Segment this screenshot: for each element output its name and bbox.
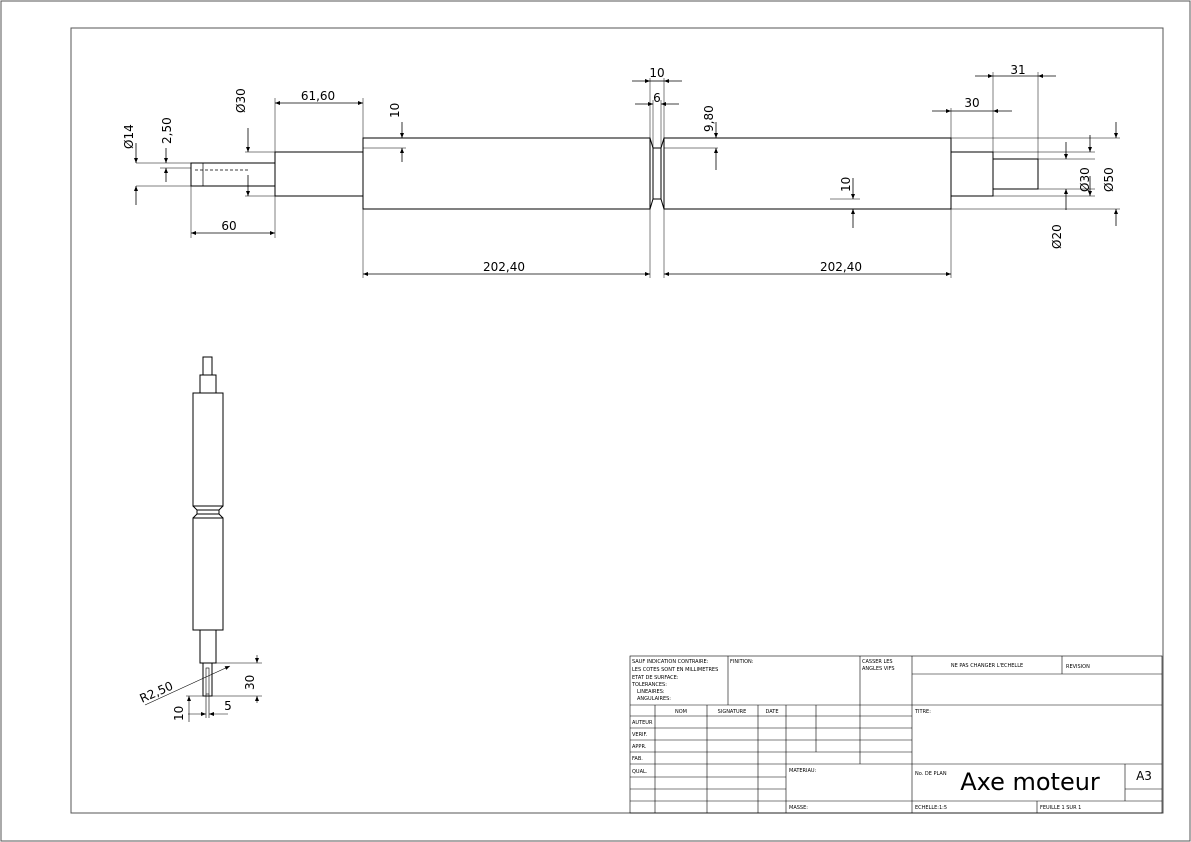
dim-groove-inner: 6	[653, 91, 661, 105]
tol-line-6: ANGULAIRES:	[637, 696, 671, 702]
dimension-lines	[134, 74, 1118, 276]
scale-warning: NE PAS CHANGER L'ECHELLE	[951, 663, 1023, 669]
shaft-front-view	[190, 137, 1039, 210]
casser-line-2: ANGLES VIFS	[862, 666, 895, 672]
dim-left-end-length: 60	[221, 219, 236, 233]
dim-end-length: 31	[1010, 63, 1025, 77]
dim-right-cylinder-length: 202,40	[820, 260, 862, 274]
dim-left-cylinder-length: 202,40	[483, 260, 525, 274]
role-appr: APPR.	[632, 744, 647, 750]
shaft-left-cylinder	[362, 137, 651, 210]
dim-keyway-offset: 10	[172, 706, 186, 721]
shaft-right-cylinder	[663, 137, 952, 210]
dim-step-right: 10	[839, 177, 853, 192]
dim-right-end-diameter: Ø30	[1078, 167, 1092, 192]
drawing-frame	[70, 27, 1164, 814]
sheet-format: A3	[1136, 769, 1152, 783]
shaft-groove	[652, 147, 662, 200]
side-view-dimension-lines	[144, 655, 262, 722]
tol-line-4: TOLERANCES:	[631, 682, 667, 688]
dim-step-left: 10	[388, 103, 402, 118]
materiau-label: MATERIAU:	[789, 768, 817, 774]
shaft-right-shoulder	[950, 151, 994, 197]
tol-line-2: LES COTES SONT EN MILLIMETRES	[632, 667, 718, 673]
col-nom: NOM	[675, 709, 687, 715]
role-fab: FAB.	[632, 756, 643, 762]
role-verif: VERIF.	[632, 732, 648, 738]
col-signature: SIGNATURE	[718, 709, 747, 715]
masse-label: MASSE:	[789, 805, 808, 811]
dim-left-shoulder-diameter: Ø30	[234, 88, 248, 113]
dim-keyway-width: 5	[224, 699, 232, 713]
dim-groove-depth: 9,80	[702, 105, 716, 132]
scale-label: ECHELLE:1:5	[915, 805, 947, 811]
dim-main-diameter: Ø50	[1102, 167, 1116, 192]
shaft-left-shoulder	[274, 151, 364, 197]
dim-left-shoulder-length: 61,60	[301, 89, 335, 103]
col-date: DATE	[765, 709, 778, 715]
tol-line-5: LINEAIRES:	[637, 689, 665, 695]
dim-fillet-radius: R2,50	[138, 679, 176, 706]
shaft-side-view	[192, 356, 224, 697]
sheet-number: FEUILLE 1 SUR 1	[1040, 805, 1081, 811]
casser-line-1: CASSER LES	[862, 659, 893, 665]
dim-keyway-length: 30	[243, 675, 257, 690]
drawing-title: Axe moteur	[960, 768, 1100, 796]
dimension-labels: 10 31 6 30 61,60 Ø30 10 9,80 Ø14 2,50 10…	[122, 63, 1116, 274]
dim-keyway-depth: 2,50	[160, 117, 174, 144]
role-auteur: AUTEUR	[632, 720, 653, 726]
dim-right-shoulder-diameter: Ø20	[1050, 224, 1064, 249]
tol-line-1: SAUF INDICATION CONTRAIRE:	[632, 659, 709, 665]
title-block-text: SAUF INDICATION CONTRAIRE: LES COTES SON…	[631, 659, 1152, 811]
dim-shoulder-length: 30	[964, 96, 979, 110]
title-block	[629, 655, 1163, 814]
dim-groove-width: 10	[649, 66, 664, 80]
shaft-left-end	[190, 162, 276, 187]
tol-line-3: ETAT DE SURFACE:	[632, 675, 679, 681]
titre-label: TITRE:	[914, 709, 931, 715]
finition-label: FINITION:	[730, 659, 754, 665]
shaft-right-end	[992, 158, 1039, 190]
plan-number-label: No. DE PLAN	[915, 771, 947, 777]
role-qual: QUAL.	[632, 769, 648, 775]
dim-left-end-diameter: Ø14	[122, 124, 136, 149]
revision-label: REVISION	[1066, 664, 1090, 670]
